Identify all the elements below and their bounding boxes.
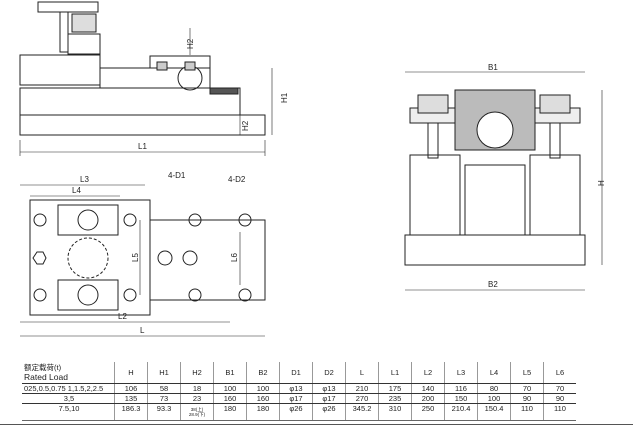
bottom-divider	[0, 424, 633, 425]
cell: 90	[543, 393, 576, 404]
cell: 80	[477, 383, 511, 394]
cell: 186.3	[114, 403, 148, 421]
label-l5: L5	[131, 253, 140, 262]
cell: 345.2	[345, 403, 379, 421]
cell: 150.4	[477, 403, 511, 421]
cell: 235	[378, 393, 412, 404]
column-header: H	[114, 362, 148, 384]
h2-lower: 28.9(下)	[188, 412, 206, 417]
h2-upper: 38(上)	[190, 407, 204, 412]
table-header-row: 额定载荷(t) Rated Load H H1 H2 B1 B2 D1 D2 L…	[22, 362, 576, 384]
row-load: 7.5,10	[22, 403, 115, 421]
cell: 270	[345, 393, 379, 404]
cell: 175	[378, 383, 412, 394]
cell: 200	[411, 393, 445, 404]
column-header: L3	[444, 362, 478, 384]
plan-view: L3 L4 4-D1 4-D2 L5 L6 L2 L	[20, 171, 266, 337]
row-load: 025,0.5,0.75 1,1.5,2,2.5	[22, 383, 115, 394]
table-row: 025,0.5,0.75 1,1.5,2,2.5 106 58 18 100 1…	[22, 383, 576, 394]
column-header: L	[345, 362, 379, 384]
cell-h2-split: 38(上) 28.9(下)	[180, 403, 214, 421]
cell: 110	[543, 403, 576, 421]
cell: 110	[510, 403, 544, 421]
label-h2: H2	[241, 120, 250, 131]
cell: 210.4	[444, 403, 478, 421]
cell: 100	[246, 383, 280, 394]
label-b2: B2	[488, 280, 498, 289]
side-view: H2 H1 H2 L1	[19, 1, 289, 156]
cell: 23	[180, 393, 214, 404]
label-h1: H1	[280, 92, 289, 103]
cell: 70	[510, 383, 544, 394]
cell: 135	[114, 393, 148, 404]
cell: 70	[543, 383, 576, 394]
column-header: D2	[312, 362, 346, 384]
cell: 90	[510, 393, 544, 404]
cell: 150	[444, 393, 478, 404]
label-b1: B1	[488, 63, 498, 72]
cell: 160	[213, 393, 247, 404]
cell: 116	[444, 383, 478, 394]
cell: 106	[114, 383, 148, 394]
table-row: 3,5 135 73 23 160 160 φ17 φ17 270 235 20…	[22, 393, 576, 404]
cell: 100	[477, 393, 511, 404]
column-header: L6	[543, 362, 576, 384]
cell: 160	[246, 393, 280, 404]
cell: 93.3	[147, 403, 181, 421]
cell: φ17	[279, 393, 313, 404]
column-header: H2	[180, 362, 214, 384]
label-l2: L2	[118, 312, 127, 321]
row-load: 3,5	[22, 393, 115, 404]
cell: 250	[411, 403, 445, 421]
column-header: H1	[147, 362, 181, 384]
column-header: L4	[477, 362, 511, 384]
cell: 180	[213, 403, 247, 421]
technical-drawing: H2 H1 H2 L1 L3 L4 4-D1 4-D2 L5 L6 L2 L	[19, 1, 606, 337]
front-view: B1 H B2	[404, 63, 606, 291]
cell: φ17	[312, 393, 346, 404]
cell: 310	[378, 403, 412, 421]
column-header: B1	[213, 362, 247, 384]
cell: φ26	[279, 403, 313, 421]
column-header: L5	[510, 362, 544, 384]
table-row: 7.5,10 186.3 93.3 38(上) 28.9(下) 180 180 …	[22, 403, 576, 421]
cell: 18	[180, 383, 214, 394]
column-header: L1	[378, 362, 412, 384]
cell: φ13	[279, 383, 313, 394]
label-h: H	[597, 180, 606, 186]
cell: 140	[411, 383, 445, 394]
header-cn: 额定载荷(t)	[24, 363, 62, 372]
cell: φ26	[312, 403, 346, 421]
cell: 210	[345, 383, 379, 394]
label-l1: L1	[138, 142, 147, 151]
specification-table: 额定载荷(t) Rated Load H H1 H2 B1 B2 D1 D2 L…	[22, 362, 576, 421]
column-header: B2	[246, 362, 280, 384]
column-header: L2	[411, 362, 445, 384]
cell: 58	[147, 383, 181, 394]
header-rated-load: 额定载荷(t) Rated Load	[22, 362, 115, 384]
column-header: D1	[279, 362, 313, 384]
cell: φ13	[312, 383, 346, 394]
label-4-d1: 4-D1	[168, 171, 186, 180]
label-l3: L3	[80, 175, 89, 184]
label-h2-top: H2	[186, 38, 195, 49]
label-4-d2: 4-D2	[228, 175, 246, 184]
cell: 180	[246, 403, 280, 421]
header-en: Rated Load	[24, 372, 68, 382]
label-l: L	[140, 326, 145, 335]
cell: 100	[213, 383, 247, 394]
label-l6: L6	[230, 253, 239, 262]
cell: 73	[147, 393, 181, 404]
label-l4: L4	[72, 186, 81, 195]
